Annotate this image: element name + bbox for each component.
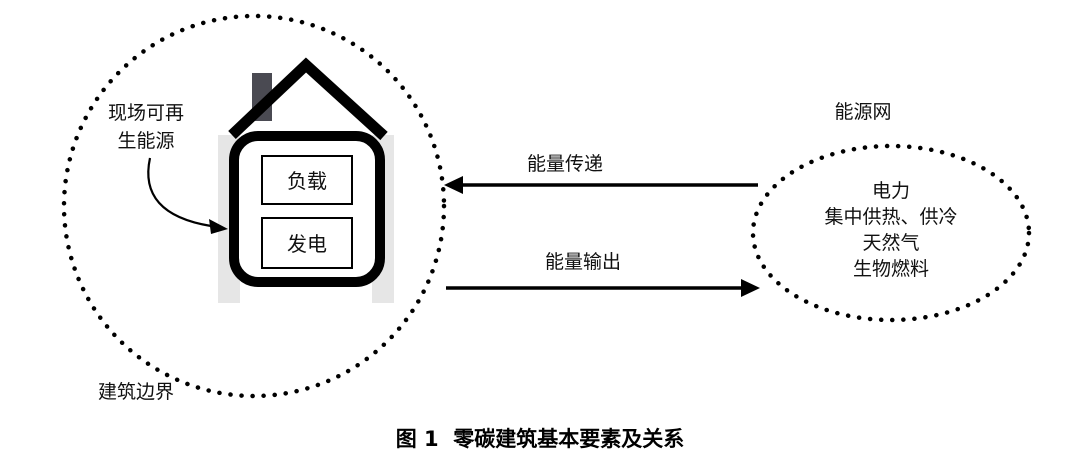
renewable-curved-arrow (147, 157, 212, 228)
grid-item-district-heating-cooling: 集中供热、供冷 (824, 206, 957, 228)
energy-output-label: 能量输出 (545, 251, 621, 273)
grid-item-biofuel: 生物燃料 (853, 258, 929, 280)
energy-delivery-label: 能量传递 (527, 153, 603, 175)
renewable-arrow-head (209, 219, 228, 234)
generation-label: 发电 (287, 232, 327, 256)
onsite-renewable-label-line1: 现场可再 (108, 102, 184, 124)
load-box (261, 155, 353, 205)
generation-box (261, 217, 353, 269)
energy-grid-label: 能源网 (834, 101, 891, 123)
building-boundary-circle (61, 13, 447, 399)
figure-caption: 图 1 零碳建筑基本要素及关系 (396, 427, 685, 451)
grid-item-natural-gas: 天然气 (862, 232, 919, 254)
house-roof (228, 57, 388, 141)
energy-output-arrow-head (741, 279, 760, 297)
energy-grid-ellipse (750, 143, 1032, 323)
grid-item-electricity: 电力 (872, 180, 910, 202)
load-label: 负载 (287, 169, 327, 193)
building-boundary-label: 建筑边界 (98, 381, 174, 403)
onsite-renewable-label-line2: 生能源 (117, 130, 174, 152)
house-icon (218, 57, 394, 303)
energy-delivery-arrow-head (444, 176, 463, 194)
